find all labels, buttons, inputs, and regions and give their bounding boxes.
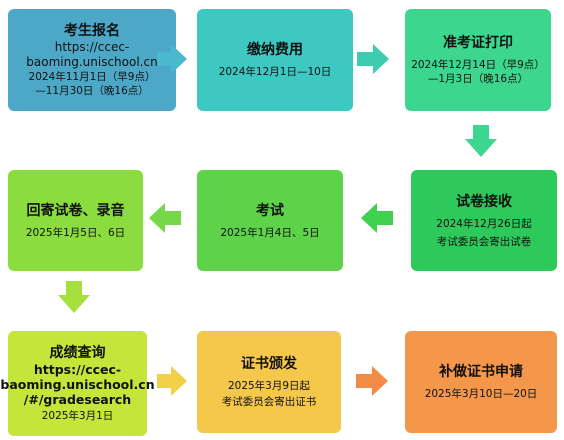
- step-date: 2025年1月5日、6日: [25, 226, 126, 239]
- step-url-line: baoming.unischool.cn: [0, 377, 155, 392]
- step-date: 2024年12月26日起: [436, 217, 532, 230]
- step-note: 考试委员会寄出证书: [221, 396, 317, 408]
- step-results: 成绩查询 https://ccec- baoming.unischool.cn …: [0, 331, 155, 436]
- step-title: 成绩查询: [49, 345, 106, 361]
- step-payment: 缴纳费用 2024年12月1日—10日: [197, 9, 353, 111]
- step-title: 试卷接收: [456, 193, 512, 210]
- step-url-line: https://ccec-: [54, 40, 130, 54]
- arrow-right-icon: [357, 44, 389, 74]
- step-admit-card: 准考证打印 2024年12月14日（早9点） —1月3日（晚16点）: [405, 9, 551, 111]
- step-title: 回寄试卷、录音: [26, 202, 125, 219]
- step-date: 2024年12月14日（早9点）: [411, 59, 545, 71]
- arrow-down-icon: [465, 125, 497, 157]
- step-title: 缴纳费用: [247, 42, 303, 58]
- arrow-left-icon: [149, 203, 181, 233]
- step-date: 2024年12月1日—10日: [218, 66, 332, 78]
- step-date: 2025年3月10日—20日: [424, 388, 538, 400]
- step-register: 考生报名 https://ccec- baoming.unischool.cn …: [8, 9, 176, 111]
- step-url-line: https://ccec-: [33, 362, 122, 377]
- step-date: 2025年3月1日: [41, 410, 114, 422]
- step-certificate: 证书颁发 2025年3月9日起 考试委员会寄出证书: [197, 331, 341, 433]
- arrow-down-icon: [58, 281, 90, 313]
- step-title: 补做证书申请: [439, 364, 523, 380]
- step-date: —11月30日（晚16点）: [35, 85, 149, 97]
- step-note: 考试委员会寄出试卷: [436, 235, 532, 248]
- step-reissue: 补做证书申请 2025年3月10日—20日: [405, 331, 557, 433]
- step-receive-papers: 试卷接收 2024年12月26日起 考试委员会寄出试卷: [411, 170, 557, 271]
- step-date: 2024年11月1日（早9点）: [28, 71, 156, 83]
- step-return-papers: 回寄试卷、录音 2025年1月5日、6日: [8, 170, 143, 271]
- step-title: 考试: [256, 202, 284, 219]
- arrow-left-icon: [361, 203, 393, 233]
- arrow-right-icon: [356, 366, 388, 396]
- step-url-line: /#/gradesearch: [23, 392, 132, 407]
- arrow-right-icon: [157, 44, 187, 74]
- step-date: 2025年1月4日、5日: [220, 226, 320, 239]
- step-date: —1月3日（晚16点）: [427, 73, 529, 85]
- step-url-line: baoming.unischool.cn: [26, 55, 158, 69]
- arrow-right-icon: [157, 366, 187, 396]
- step-exam: 考试 2025年1月4日、5日: [197, 170, 343, 271]
- step-title: 考生报名: [64, 23, 120, 39]
- step-title: 证书颁发: [241, 356, 297, 372]
- step-date: 2025年3月9日起: [227, 380, 311, 392]
- step-title: 准考证打印: [443, 35, 513, 51]
